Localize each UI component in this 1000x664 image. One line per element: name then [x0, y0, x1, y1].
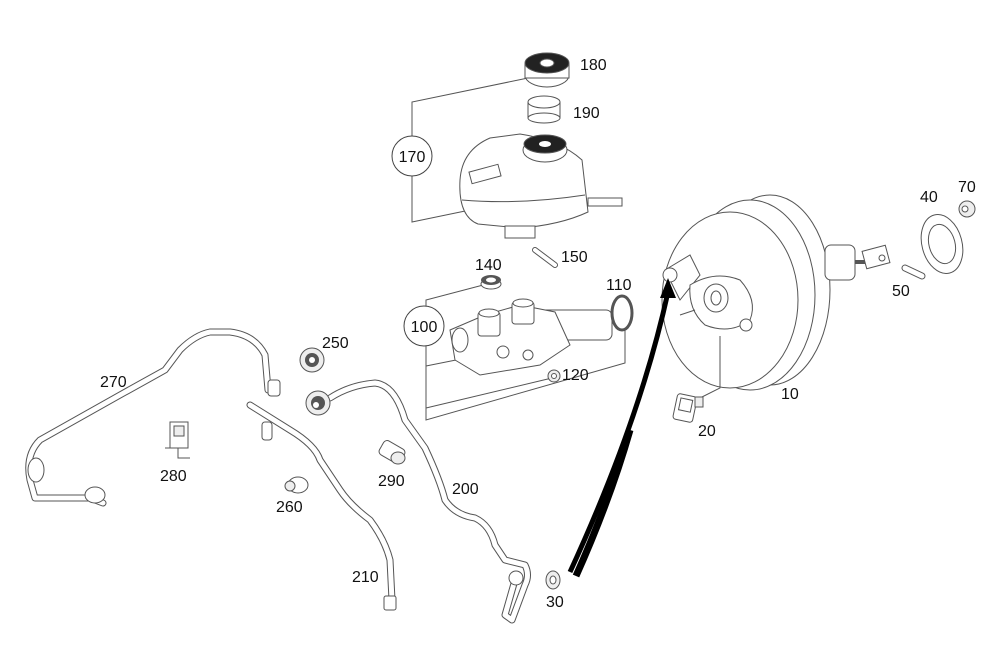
label-100: 100	[411, 319, 438, 336]
label-10: 10	[781, 386, 799, 403]
part-30-washer[interactable]	[545, 570, 561, 590]
part-290-clip[interactable]	[378, 439, 407, 465]
part-280-bracket[interactable]	[165, 421, 190, 459]
reservoir-group: 170 180 190	[391, 52, 623, 239]
callout-100[interactable]: 100	[403, 305, 445, 347]
master-cylinder-group: 100 140 150 110 120	[403, 247, 634, 421]
label-280: 280	[160, 468, 187, 485]
label-260: 260	[276, 499, 303, 516]
label-110: 110	[606, 277, 632, 294]
part-140-grommet[interactable]	[480, 275, 502, 290]
part-180-cap[interactable]	[524, 52, 570, 88]
label-210: 250	[322, 335, 349, 352]
hose-270[interactable]	[25, 328, 281, 507]
hose-200[interactable]	[326, 379, 531, 624]
label-50: 50	[892, 283, 910, 300]
label-40: 40	[920, 189, 938, 206]
booster-group: 10 20 50 40 70	[661, 179, 976, 440]
part-110-o-ring[interactable]	[610, 294, 634, 332]
part-40-gasket[interactable]	[915, 210, 969, 278]
label-70: 70	[958, 179, 976, 196]
part-120-nut[interactable]	[547, 369, 561, 383]
label-120: 120	[562, 367, 589, 384]
hose-250[interactable]	[246, 401, 397, 611]
label-20: 20	[698, 423, 716, 440]
part-10-brake-booster[interactable]	[661, 194, 891, 391]
label-150: 150	[561, 249, 588, 266]
assembly-arrow	[567, 278, 676, 578]
label-290: 290	[378, 473, 405, 490]
part-210-grommet[interactable]	[299, 347, 325, 373]
part-50-pin[interactable]	[901, 264, 926, 280]
label-250: 210	[352, 569, 379, 586]
part-20-sensor[interactable]	[672, 393, 704, 423]
leader-line-100	[425, 283, 626, 421]
label-190: 190	[573, 105, 600, 122]
label-270: 270	[100, 374, 127, 391]
part-170-reservoir[interactable]	[459, 133, 623, 239]
part-190-strainer[interactable]	[527, 95, 561, 124]
part-70-nut[interactable]	[958, 200, 976, 218]
part-grommet-2[interactable]	[305, 390, 331, 416]
label-30: 30	[546, 594, 564, 611]
part-150-pin[interactable]	[532, 247, 558, 268]
part-260-clip[interactable]	[284, 476, 309, 494]
label-200: 200	[452, 481, 479, 498]
label-170: 170	[399, 149, 426, 166]
label-180: 180	[580, 57, 607, 74]
part-100-master-cylinder[interactable]	[449, 298, 613, 376]
label-140: 140	[475, 257, 502, 274]
callout-170[interactable]: 170	[391, 135, 433, 177]
